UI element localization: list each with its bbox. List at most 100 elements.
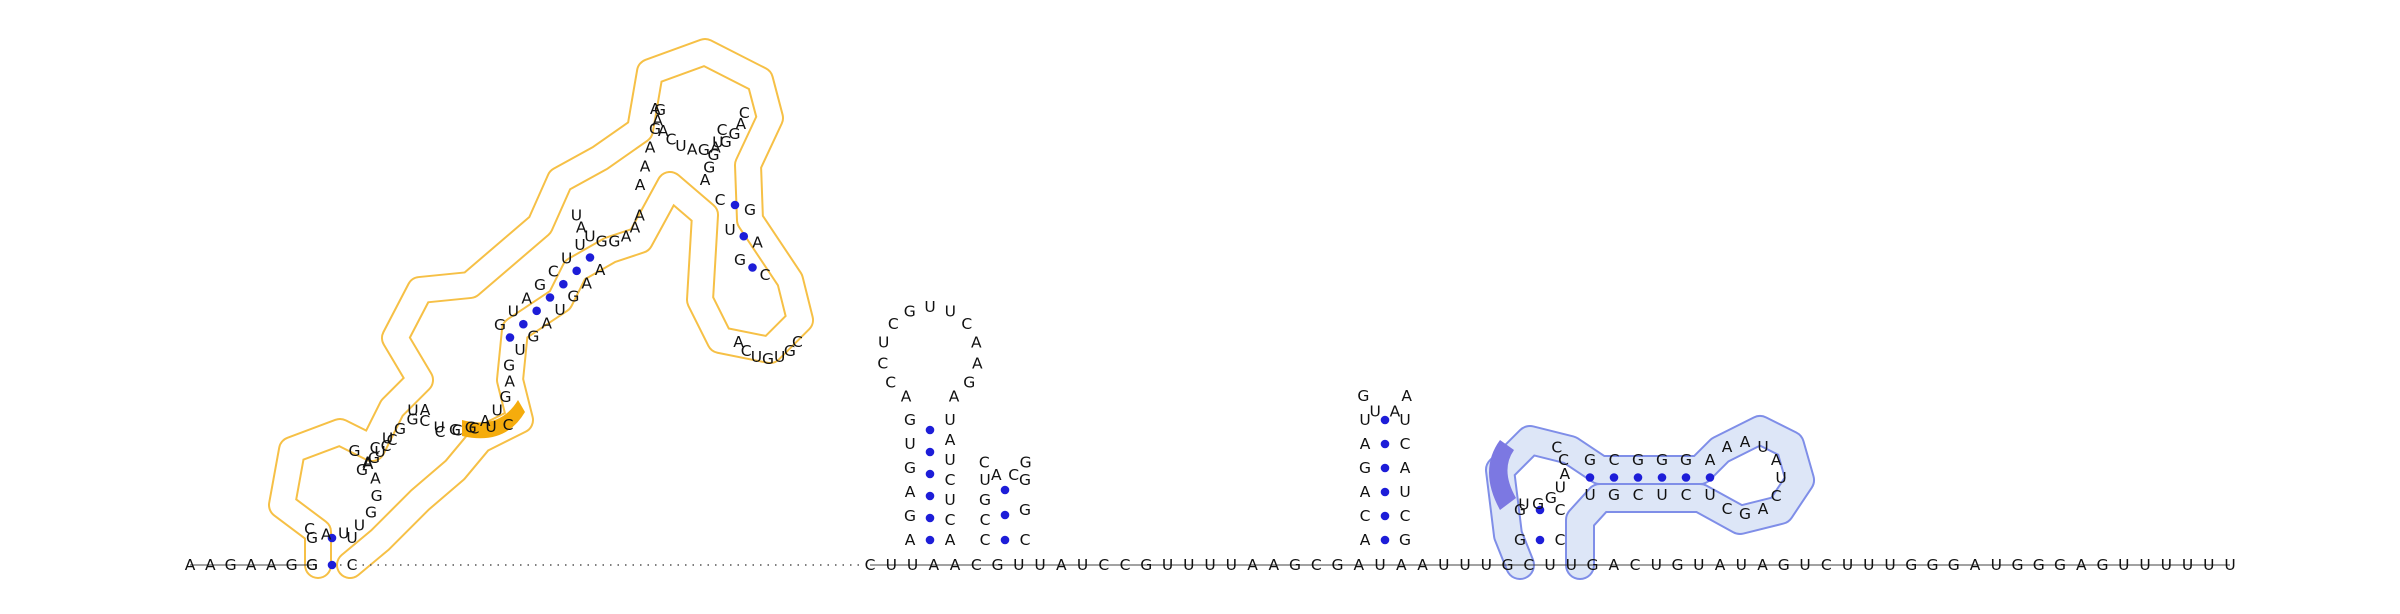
nucleotide-stem: A — [1400, 459, 1411, 477]
nucleotide-3prime: U — [886, 556, 897, 574]
nucleotide-stem: A — [905, 483, 916, 501]
nucleotide-3prime: U — [907, 556, 918, 574]
nucleotide-5prime: G — [306, 556, 318, 574]
nucleotide-stem: A — [645, 139, 656, 157]
base-pair-dot — [1535, 535, 1545, 545]
nucleotide-3prime: C — [1098, 556, 1109, 574]
nucleotide-loop: G — [608, 232, 620, 250]
nucleotide-stem: G — [1019, 471, 1031, 489]
nucleotide-loop: U — [675, 137, 686, 155]
nucleotide-3prime: U — [1842, 556, 1853, 574]
nucleotide-stem: U — [712, 134, 723, 152]
nucleotide-loop: A — [972, 354, 983, 372]
nucleotide-loop: C — [792, 333, 803, 351]
nucleotide-loop: A — [901, 388, 912, 406]
nucleotide-stem: G — [1399, 531, 1411, 549]
base-pair-dot — [1609, 473, 1619, 482]
nucleotide-3prime: G — [2054, 556, 2066, 574]
nucleotide-loop: A — [321, 526, 332, 544]
nucleotide-3prime: U — [1077, 556, 1088, 574]
nucleotide-loop: A — [652, 111, 663, 129]
base-pair-dot — [925, 513, 935, 523]
nucleotide-stem: C — [980, 511, 991, 529]
nucleotide-3prime: U — [1651, 556, 1662, 574]
nucleotide-stem: C — [469, 420, 480, 438]
nucleotide-3prime: U — [2118, 556, 2129, 574]
nucleotide-stem: A — [700, 171, 711, 189]
nucleotide-loop: G — [762, 350, 774, 368]
nucleotide-stem: C — [1609, 451, 1620, 469]
nucleotide-stem: U — [1399, 483, 1410, 501]
nucleotide-stem: C — [1400, 507, 1411, 525]
nucleotide-loop: C — [1008, 466, 1019, 484]
base-pair-dot — [748, 263, 757, 272]
nucleotide-stem: U — [944, 411, 955, 429]
nucleotide-stem: G — [904, 411, 916, 429]
nucleotide-stem: C — [717, 121, 728, 139]
nucleotide-loop: G — [1545, 489, 1557, 507]
nucleotide-stem: U — [561, 249, 572, 267]
nucleotide-loop: G — [1020, 454, 1032, 472]
nucleotide-stem: U — [944, 451, 955, 469]
nucleotide-loop: C — [304, 520, 315, 538]
base-pair-dot — [1681, 473, 1691, 482]
nucleotide-stem: C — [548, 263, 559, 281]
nucleotide-loop: C — [885, 374, 896, 392]
nucleotide-loop: G — [503, 356, 515, 374]
nucleotide-stem: A — [581, 274, 592, 292]
nucleotide-loop: G — [904, 302, 916, 320]
nucleotide-stem: A — [363, 455, 374, 473]
nucleotide-loop: U — [1369, 403, 1380, 421]
base-pair-dot — [1705, 473, 1715, 482]
nucleotide-3prime: C — [971, 556, 982, 574]
nucleotide-loop: U — [878, 334, 889, 352]
nucleotide-loop: A — [650, 100, 661, 118]
nucleotide-stem: G — [394, 420, 406, 438]
nucleotide-3prime: G — [1778, 556, 1790, 574]
nucleotide-3prime: U — [1799, 556, 1810, 574]
nucleotide-3prime: G — [1948, 556, 1960, 574]
nucleotide-stem: A — [1360, 435, 1371, 453]
base-pair-dot — [925, 425, 935, 435]
nucleotide-loop: A — [1390, 403, 1401, 421]
nucleotide-3prime: A — [1417, 556, 1428, 574]
nucleotide-3prime: A — [1396, 556, 1407, 574]
nucleotide-loop: C — [741, 342, 752, 360]
nucleotide-3prime: U — [1204, 556, 1215, 574]
nucleotide-loop: A — [949, 388, 960, 406]
nucleotide-stem: G — [1359, 459, 1371, 477]
nucleotide-loop: G — [465, 419, 477, 437]
nucleotide-stem: C — [503, 416, 514, 434]
nucleotide-3prime: U — [1226, 556, 1237, 574]
nucleotide-stem: C — [452, 421, 463, 439]
nucleotide-loop: U — [1518, 495, 1529, 513]
nucleotide-loop: U — [1775, 469, 1786, 487]
nucleotide-3prime: G — [2033, 556, 2045, 574]
nucleotide-3prime: U — [1544, 556, 1555, 574]
nucleotide-stem: U — [1704, 486, 1715, 504]
nucleotide-3prime: A — [1970, 556, 1981, 574]
nucleotide-loop: C — [1771, 487, 1782, 505]
nucleotide-stem: G — [1608, 486, 1620, 504]
nucleotide-loop: U — [584, 227, 595, 245]
nucleotide-3prime: A — [1715, 556, 1726, 574]
nucleotide-3prime: U — [1736, 556, 1747, 574]
nucleotide-loop: U — [751, 348, 762, 366]
nucleotide-3prime: G — [1926, 556, 1938, 574]
nucleotide-loop: U — [945, 302, 956, 320]
nucleotide-loop: G — [499, 388, 511, 406]
base-pair-dot — [1380, 439, 1390, 449]
nucleotide-stem: C — [387, 431, 398, 449]
nucleotide-loop: A — [991, 466, 1002, 484]
highlight-regions — [268, 38, 1815, 580]
nucleotide-stem: G — [406, 411, 418, 429]
nucleotide-stem: G — [1632, 451, 1644, 469]
nucleotide-stem: A — [1360, 531, 1371, 549]
nucleotide-3prime: U — [1438, 556, 1449, 574]
nucleotide-stem: U — [1584, 486, 1595, 504]
nucleotide-3prime: A — [1608, 556, 1619, 574]
nucleotide-3prime: G — [2011, 556, 2023, 574]
nucleotide-3prime: U — [1481, 556, 1492, 574]
nucleotide-loop: G — [365, 504, 377, 522]
